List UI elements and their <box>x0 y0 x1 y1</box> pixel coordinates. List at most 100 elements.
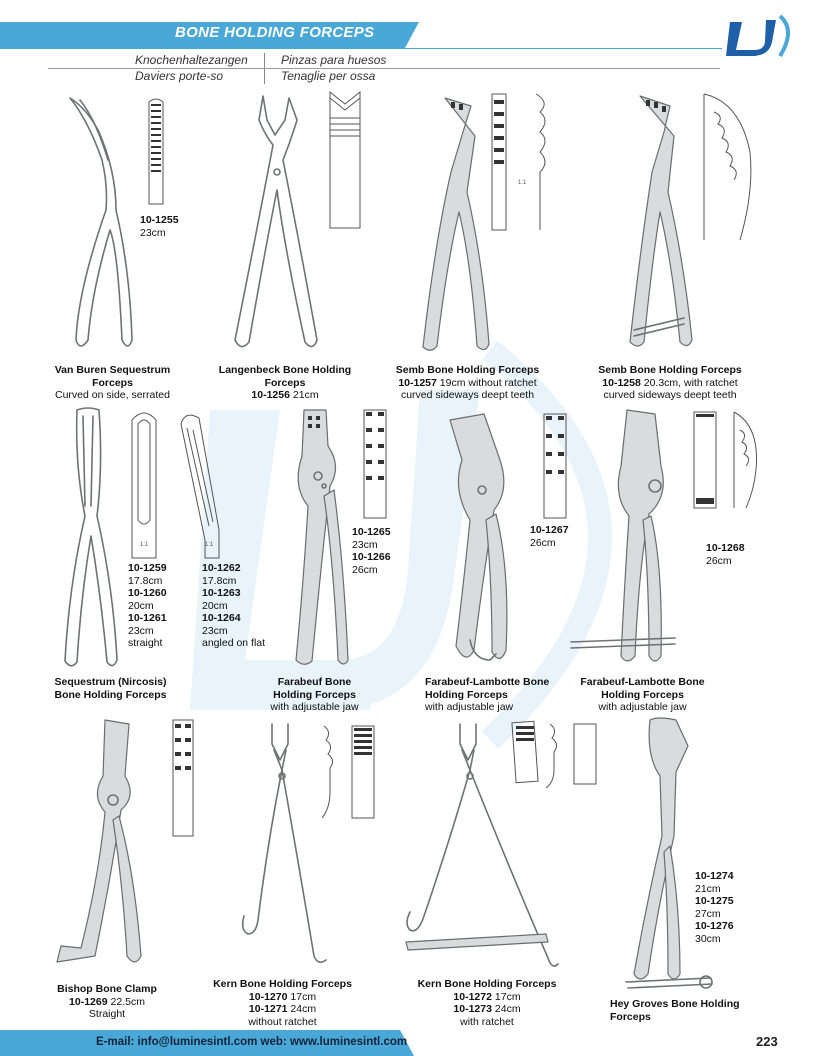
farabeuf-lambotte-1268-image <box>570 409 676 662</box>
product-desc: with adjustable jaw <box>270 701 359 713</box>
product-code: 10-1262 <box>202 562 241 574</box>
product-code: 10-1255 <box>140 214 179 226</box>
product-name: Kern Bone Holding Forceps <box>417 978 557 990</box>
farabeuf-lambotte-1268-caption: Farabeuf-Lambotte Bone Holding Forceps w… <box>580 676 705 714</box>
semb-1257-jaw-detail: 1:1 <box>491 93 546 231</box>
product-code: 10-1258 <box>602 376 641 389</box>
product-size: 24cm <box>494 1003 521 1015</box>
product-desc: straight <box>128 637 163 649</box>
kern-with-ratchet-caption: Kern Bone Holding Forceps 10-1272 17cm 1… <box>412 978 562 1028</box>
kern-with-ratchet-jaw-detail <box>511 720 597 789</box>
product-desc: without ratchet <box>248 1015 317 1028</box>
product-code: 10-1276 <box>695 920 734 932</box>
product-name: Farabeuf-Lambotte Bone Holding Forceps <box>580 676 705 701</box>
farabeuf-lambotte-1267-image <box>449 413 508 661</box>
bishop-clamp-image <box>56 719 142 963</box>
farabeuf-jaw-detail <box>363 409 387 519</box>
farabeuf-lambotte-1268-refs: 10-1268 26cm <box>706 542 745 567</box>
van-buren-caption: Van Buren Sequestrum Forceps Curved on s… <box>40 364 185 402</box>
semb-1257-caption: Semb Bone Holding Forceps 10-1257 19cm w… <box>375 364 560 402</box>
kern-without-ratchet-caption: Kern Bone Holding Forceps 10-1270 17cm 1… <box>210 978 355 1028</box>
watermark-logo <box>190 340 612 749</box>
product-size: 20cm <box>128 599 154 612</box>
product-code: 10-1272 <box>453 990 492 1003</box>
page-number: 223 <box>756 1034 778 1049</box>
product-desc: Straight <box>88 1008 126 1020</box>
bishop-jaw-detail <box>172 719 194 837</box>
kern-with-ratchet-image <box>405 723 559 967</box>
product-desc: curved sideways deept teeth <box>603 389 737 401</box>
farabeuf-lambotte-1267-jaw-detail <box>543 413 567 519</box>
semb-1258-forceps-image <box>629 95 693 347</box>
title-underline <box>0 48 722 49</box>
lang-separator-line <box>48 68 720 69</box>
product-size: 21cm <box>292 389 319 401</box>
footer-band <box>0 1030 414 1056</box>
product-code: 10-1268 <box>706 542 745 554</box>
product-name: Kern Bone Holding Forceps <box>213 978 352 990</box>
kern-without-ratchet-jaw-detail <box>321 725 375 819</box>
sequestrum-angled-refs: 10-1262 17.8cm 10-1263 20cm 10-1264 23cm… <box>202 562 265 650</box>
page-title: BONE HOLDING FORCEPS <box>175 24 375 41</box>
product-code: 10-1261 <box>128 612 167 624</box>
sequestrum-forceps-image <box>64 407 118 667</box>
lang-french: Daviers porte-so <box>135 69 224 83</box>
product-code: 10-1256 <box>251 389 290 401</box>
product-size: 19cm without ratchet <box>439 376 537 389</box>
langenbeck-forceps-image <box>234 95 318 348</box>
product-size: 24cm <box>290 1003 317 1015</box>
product-size: 23cm <box>128 624 154 637</box>
product-size: 17.8cm <box>128 574 163 587</box>
product-code: 10-1274 <box>695 870 734 882</box>
sequestrum-angled-jaw-detail: 1:1 <box>180 414 220 559</box>
product-desc: Curved on side, serrated <box>55 389 170 401</box>
product-code: 10-1273 <box>453 1003 492 1015</box>
product-size: 23cm <box>352 538 378 551</box>
product-size: 17cm <box>494 990 521 1003</box>
product-name: Bishop Bone Clamp <box>57 983 157 995</box>
title-band <box>0 22 419 48</box>
product-name: Farabeuf-Lambotte Bone Holding Forceps <box>425 676 550 701</box>
product-name: Langenbeck Bone Holding Forceps <box>218 364 352 389</box>
product-desc: curved sideways deept teeth <box>400 389 535 401</box>
semb-1258-caption: Semb Bone Holding Forceps 10-1258 20.3cm… <box>585 364 755 402</box>
product-name: Hey Groves Bone Holding Forceps <box>610 998 740 1023</box>
product-name: Sequestrum (Nircosis) Bone Holding Force… <box>54 676 167 701</box>
product-code: 10-1271 <box>248 1003 288 1015</box>
semb-1258-jaw-detail <box>703 93 752 241</box>
sequestrum-caption: Sequestrum (Nircosis) Bone Holding Force… <box>48 676 173 701</box>
farabeuf-lambotte-1268-jaw-detail <box>693 411 758 509</box>
van-buren-forceps-image <box>69 97 133 347</box>
product-desc: with ratchet <box>460 1015 514 1028</box>
product-name: Semb Bone Holding Forceps <box>598 364 742 376</box>
kern-without-ratchet-image <box>241 723 327 964</box>
product-size: 21cm <box>695 882 721 895</box>
product-size: 23cm <box>140 226 166 239</box>
product-size: 26cm <box>530 536 556 549</box>
product-size: 20.3cm, with ratchet <box>643 376 738 389</box>
farabeuf-caption: Farabeuf Bone Holding Forceps with adjus… <box>262 676 367 714</box>
hey-groves-caption: Hey Groves Bone Holding Forceps <box>610 998 745 1023</box>
bishop-caption: Bishop Bone Clamp 10-1269 22.5cm Straigh… <box>52 983 162 1021</box>
footer-contact: E-mail: info@luminesintl.com web: www.lu… <box>96 1036 408 1048</box>
product-size: 26cm <box>352 563 378 576</box>
lang-col-left: Knochenhaltezangen Daviers porte-so <box>135 52 248 84</box>
van-buren-jaw-detail <box>148 98 164 205</box>
farabeuf-forceps-image <box>295 409 349 665</box>
product-code: 10-1269 <box>69 995 108 1008</box>
product-size: 27cm <box>695 907 721 920</box>
lang-italian: Tenaglie per ossa <box>281 69 376 83</box>
product-size: 20cm <box>202 599 228 612</box>
product-code: 10-1275 <box>695 895 734 907</box>
hey-groves-forceps-image <box>625 717 713 989</box>
scale-label: 1:1 <box>205 542 214 548</box>
van-buren-ref: 10-1255 23cm <box>140 214 179 239</box>
lang-col-right: Pinzas para huesos Tenaglie per ossa <box>281 52 386 84</box>
sequestrum-straight-jaw-detail: 1:1 <box>131 412 157 559</box>
semb-1257-forceps-image <box>422 97 490 351</box>
hey-groves-refs: 10-1274 21cm 10-1275 27cm 10-1276 30cm <box>695 870 734 945</box>
product-size: 17.8cm <box>202 574 237 587</box>
langenbeck-caption: Langenbeck Bone Holding Forceps 10-1256 … <box>210 364 360 402</box>
product-name: Farabeuf Bone Holding Forceps <box>273 676 356 701</box>
product-code: 10-1264 <box>202 612 241 624</box>
